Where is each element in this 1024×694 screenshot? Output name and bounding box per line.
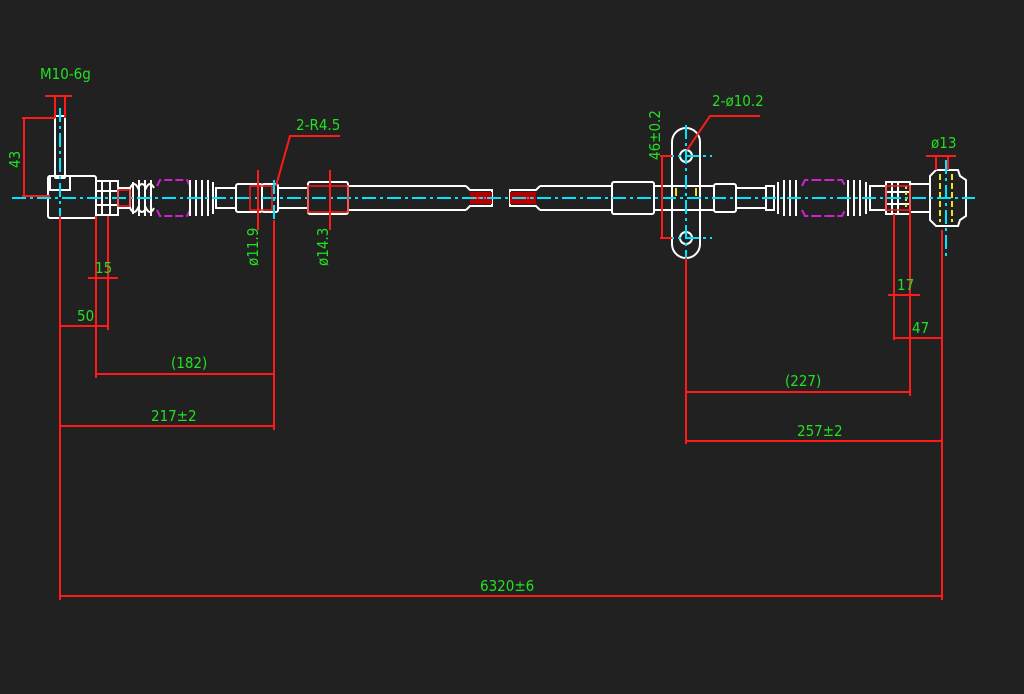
holes-label: 2-ø10.2 xyxy=(712,92,764,110)
thread-label: M10-6g xyxy=(40,65,91,83)
radius-label: 2-R4.5 xyxy=(296,116,340,134)
dim-182-label: (182) xyxy=(171,354,207,372)
hole-spacing-label: 46±0.2 xyxy=(646,110,664,160)
stud-height-label: 43 xyxy=(6,151,24,168)
dia-11-9-label: ø11.9 xyxy=(244,228,262,266)
dim-15-label: 15 xyxy=(95,259,112,277)
dim-257-label: 257±2 xyxy=(797,422,843,440)
dim-47-label: 47 xyxy=(912,319,929,337)
dimension-labels: M10-6g 43 2-R4.5 ø11.9 ø14.3 2-ø10.2 46±… xyxy=(6,65,956,595)
eye-dia-label: ø13 xyxy=(931,134,956,152)
overall-length-label: 6320±6 xyxy=(480,577,534,595)
dia-14-3-label: ø14.3 xyxy=(314,228,332,266)
dim-217-label: 217±2 xyxy=(151,407,197,425)
dim-227-label: (227) xyxy=(785,372,821,390)
dimension-lines xyxy=(22,95,956,600)
dim-50-label: 50 xyxy=(77,307,94,325)
dim-17-label: 17 xyxy=(897,276,914,294)
